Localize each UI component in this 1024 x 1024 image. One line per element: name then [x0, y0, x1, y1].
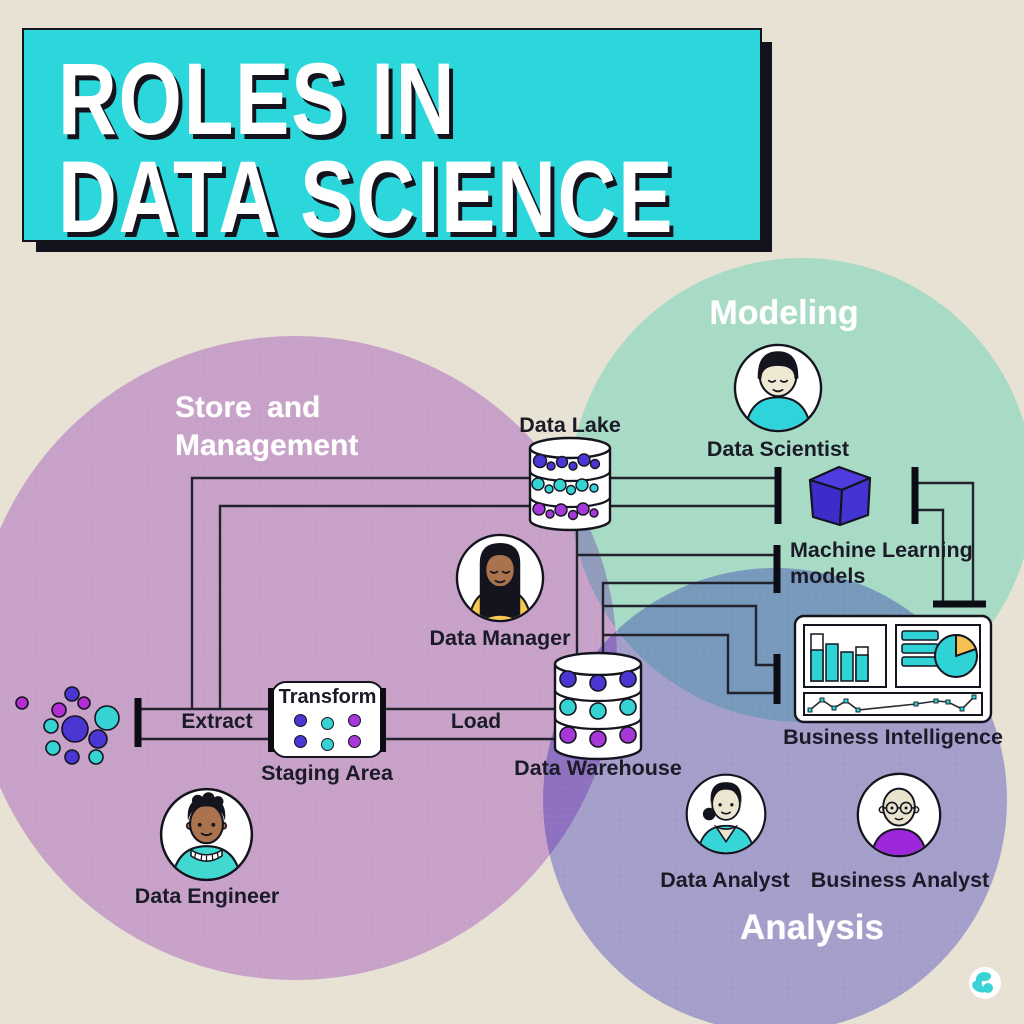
data-manager-avatar	[455, 533, 545, 623]
data-scientist-avatar	[733, 343, 823, 433]
terminal-bar	[380, 688, 386, 752]
data-scientist-label: Data Scientist	[706, 437, 850, 461]
dot-icon	[294, 735, 307, 748]
ml-models-label-line2: models	[790, 564, 866, 588]
page-title-line2: DATA SCIENCE	[58, 140, 675, 254]
data-lake-label: Data Lake	[519, 413, 621, 437]
venn-circle-store-management	[0, 336, 617, 980]
business-analyst-avatar	[856, 772, 942, 858]
terminal-bar	[268, 688, 274, 752]
analysis-label: Analysis	[740, 908, 884, 947]
brand-logo-icon	[969, 967, 1001, 999]
dashboard-icon	[793, 614, 993, 724]
staging-area-label: Staging Area	[261, 761, 393, 785]
database-cylinder-icon	[553, 651, 643, 761]
title-box: ROLES IN DATA SCIENCE	[22, 28, 762, 248]
business-analyst-label: Business Analyst	[810, 868, 990, 892]
dots-cluster-icon	[15, 686, 120, 765]
data-analyst-avatar	[685, 773, 767, 855]
data-warehouse-label: Data Warehouse	[514, 756, 682, 780]
dot-icon	[348, 735, 361, 748]
staging-area-box: Transform	[271, 681, 384, 758]
data-engineer-label: Data Engineer	[134, 884, 280, 908]
ml-models-label: Machine Learning	[790, 538, 973, 562]
data-analyst-label: Data Analyst	[660, 868, 790, 892]
store-management-label: Store and	[175, 391, 321, 424]
dot-icon	[294, 714, 307, 727]
store-management-label-line2: Management	[175, 429, 359, 462]
page-title: ROLES IN	[58, 42, 457, 156]
data-engineer-avatar	[159, 787, 254, 882]
modeling-label: Modeling	[709, 294, 859, 332]
transform-label: Transform	[278, 686, 377, 708]
data-manager-label: Data Manager	[429, 626, 571, 650]
dot-icon	[348, 714, 361, 727]
business-intelligence-label: Business Intelligence	[783, 725, 1003, 749]
database-cylinder-icon	[528, 436, 612, 532]
cube-icon	[808, 465, 872, 527]
dot-icon	[321, 717, 334, 730]
load-label: Load	[450, 710, 502, 733]
extract-label: Extract	[181, 710, 253, 733]
dot-icon	[321, 738, 334, 751]
